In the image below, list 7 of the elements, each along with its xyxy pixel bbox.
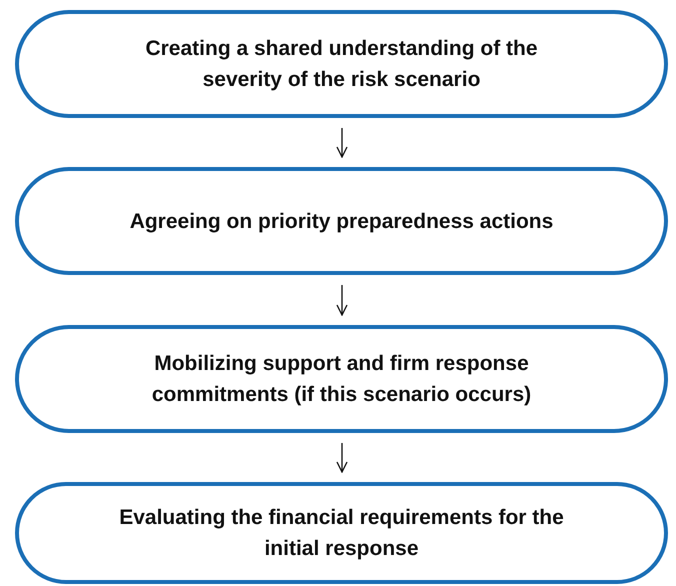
step-text: Evaluating the financial requirements for the initial response xyxy=(118,505,565,562)
arrow xyxy=(336,128,348,158)
arrow xyxy=(336,285,348,316)
step-text: Creating a shared understanding of the severity of the risk scenario xyxy=(144,36,539,93)
step-text: Mobilizing support and firm response commitments (if this scenario occurs) xyxy=(150,351,532,408)
arrow xyxy=(336,443,348,473)
step-text: Agreeing on priority preparedness actions xyxy=(130,208,554,234)
